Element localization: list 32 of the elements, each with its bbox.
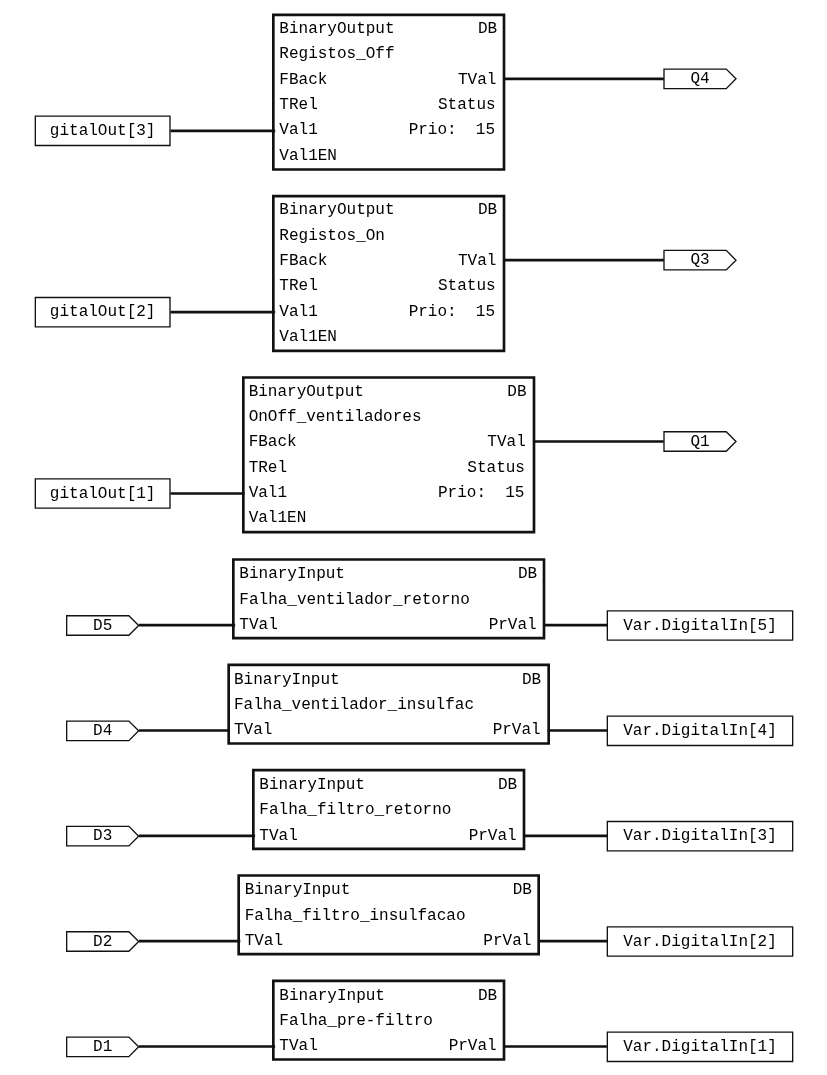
connector [547, 729, 607, 732]
node-box: Var.DigitalIn[4] [606, 715, 793, 747]
node-box: BinaryInput DB Falha_filtro_insulfacao TVal PrVal [236, 874, 540, 956]
node-box: Var.DigitalIn[1] [606, 1031, 793, 1063]
connector [170, 129, 275, 133]
connector [503, 258, 664, 262]
node-box: Var.DigitalIn[5] [606, 610, 793, 641]
node-box: Var.DigitalIn[3] [606, 820, 793, 852]
node-box: BinaryInput DB Falha_ventilador_insulfac TVal PrVal [226, 663, 550, 745]
connector [138, 1045, 275, 1048]
connector [170, 310, 275, 314]
node-box: BinaryOutput DB Registos_Off FBack TVal TRel Status Val1 Prio: 15 Val1EN [271, 13, 505, 171]
node-box: gitalOut[2] [34, 296, 171, 328]
connector [503, 1045, 607, 1048]
connector [138, 623, 235, 627]
node-box: BinaryInput DB Falha_ventilador_retorno TVal PrVal [231, 558, 545, 640]
connector [537, 939, 607, 943]
node-box: BinaryOutput DB OnOff_ventiladores FBack TVal TRel Status Val1 Prio: 15 Val1EN [241, 376, 535, 534]
connector [523, 834, 607, 838]
connector [170, 492, 245, 495]
connector [138, 834, 255, 838]
node-box: BinaryInput DB Falha_filtro_retorno TVal PrVal [251, 768, 525, 851]
node-box: Var.DigitalIn[2] [606, 926, 793, 957]
connector [138, 729, 230, 732]
connector [542, 623, 607, 627]
node-box: BinaryOutput DB Registos_On FBack TVal TRel Status Val1 Prio: 15 Val1EN [271, 194, 505, 353]
node-box: gitalOut[3] [34, 115, 171, 147]
node-box: BinaryInput DB Falha_pre-filtro TVal PrVal [271, 979, 505, 1061]
node-box: gitalOut[1] [34, 478, 171, 509]
connector [138, 939, 240, 943]
connector [532, 440, 664, 443]
connector [503, 77, 664, 81]
